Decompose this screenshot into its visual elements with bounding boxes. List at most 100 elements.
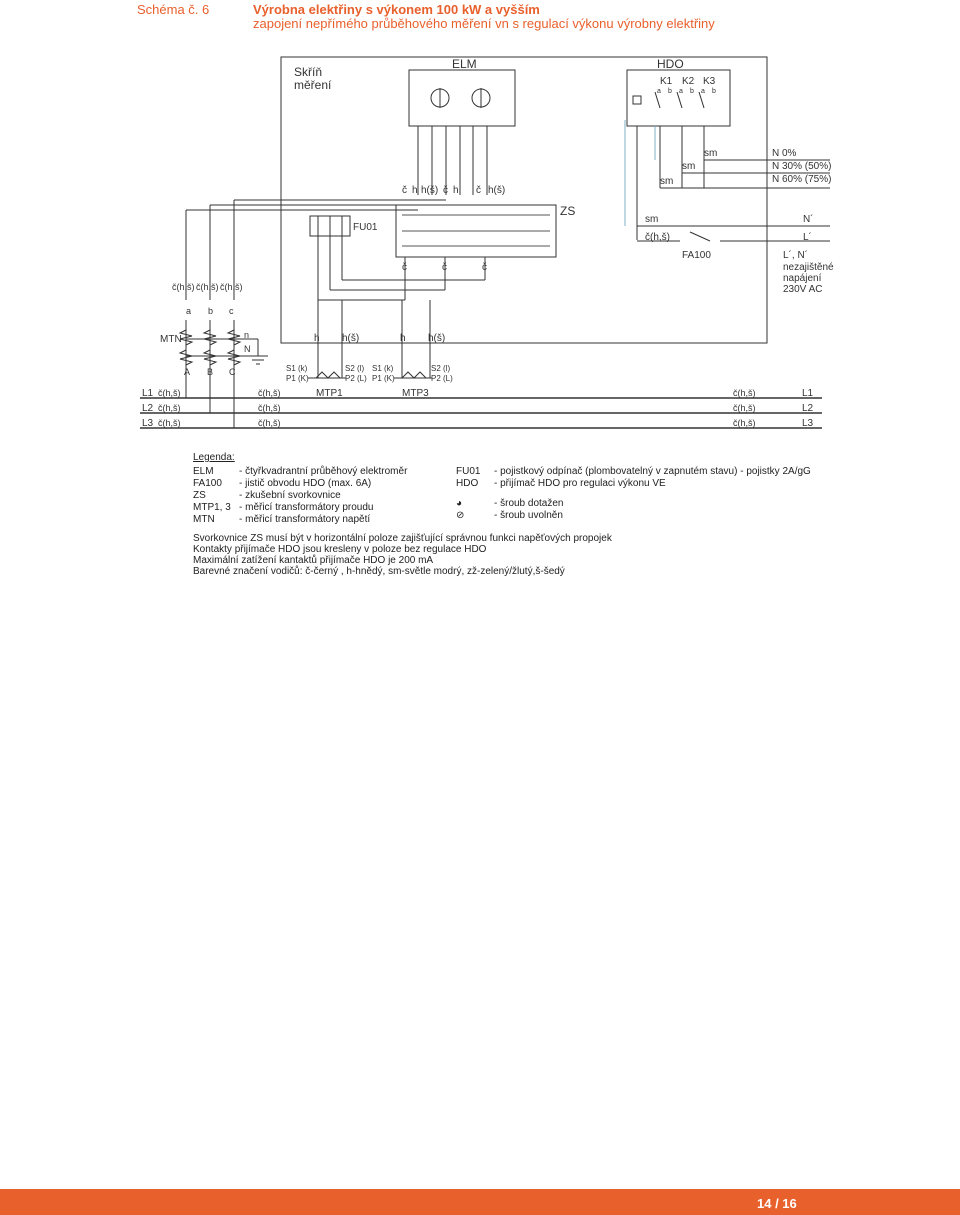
- mtn-c: c: [229, 306, 234, 316]
- legend-desc-fa100: - jistič obvodu HDO (max. 6A): [239, 478, 372, 489]
- hdo-ab-5: a: [701, 88, 705, 95]
- hdo-k3: K3: [703, 76, 716, 87]
- page-subtitle: zapojení nepřímého průběhového měření vn…: [253, 16, 715, 31]
- zs-c-1: č: [402, 262, 407, 273]
- supply-l1: L´, N´: [783, 249, 808, 261]
- mtp3-s1: S1 (k): [372, 364, 394, 373]
- legend-key-elm: ELM: [193, 466, 214, 477]
- note-3: Maximální zatížení kantaktů přijímače HD…: [193, 555, 434, 566]
- sm-label-3: sm: [660, 176, 673, 187]
- legend-key-mtp: MTP1, 3: [193, 502, 231, 513]
- supply-l4: 230V AC: [783, 284, 822, 295]
- legend-key-fu01: FU01: [456, 466, 481, 477]
- mtn-n-lower: n: [244, 330, 249, 340]
- phase-l1-left: L1: [142, 388, 154, 399]
- mtn-b: b: [208, 306, 213, 316]
- n-prime-label: N´: [803, 213, 814, 225]
- phase-l1-right: L1: [802, 388, 814, 399]
- phase-l2-left: L2: [142, 403, 154, 414]
- legend-title: Legenda:: [193, 452, 235, 463]
- note-1: Svorkovnice ZS musí být v horizontální p…: [193, 533, 612, 544]
- phase-l3-right: L3: [802, 418, 814, 429]
- mtp3-p1: P1 (K): [372, 374, 395, 383]
- zs-box: [395, 204, 557, 258]
- sm-wires: [624, 120, 656, 226]
- legend-desc-mtp: - měřicí transformátory proudu: [239, 502, 374, 513]
- l1-wire-right: č(h,š): [733, 388, 756, 398]
- zs-c-3: č: [482, 262, 487, 273]
- wire-top-7: h(š): [488, 185, 505, 196]
- page-title: Výrobna elektřiny s výkonem 100 kW a vyš…: [253, 2, 540, 17]
- sm-label-2: sm: [682, 161, 695, 172]
- mtn-C: C: [229, 367, 236, 377]
- footer-bar: [0, 1189, 960, 1215]
- hdo-k2: K2: [682, 76, 695, 87]
- l1-wire-mid: č(h,š): [258, 388, 281, 398]
- hdo-label: HDO: [657, 57, 684, 71]
- legend-key-fa100: FA100: [193, 478, 222, 489]
- wire-top-2: h: [412, 185, 418, 196]
- schema-label: Schéma č. 6: [137, 2, 210, 17]
- zs-c-2: č: [442, 262, 447, 273]
- hdo-ab-6: b: [712, 88, 716, 95]
- hdo-ab-2: b: [668, 88, 672, 95]
- hdo-wire-label: č(h,š): [645, 232, 670, 243]
- legend-desc-elm: - čtyřkvadrantní průběhový elektroměr: [239, 466, 408, 477]
- mtp3-s2: S2 (l): [431, 364, 450, 373]
- fa100-label: FA100: [682, 250, 711, 261]
- mtp1-s2: S2 (l): [345, 364, 364, 373]
- mtn-label: MTN: [160, 334, 182, 345]
- left-wire-2: č(h,š): [196, 282, 219, 292]
- sm-label-1: sm: [704, 148, 717, 159]
- supply-l3: napájení: [783, 273, 822, 284]
- legend-desc-mtn: - měřicí transformátory napětí: [239, 514, 371, 525]
- legend-desc-fu01: - pojistkový odpínač (plombovatelný v za…: [494, 466, 811, 477]
- elm-terminals: [417, 126, 488, 195]
- legend-screw-loose: - šroub uvolněn: [494, 510, 563, 521]
- note-2: Kontakty přijímače HDO jsou kresleny v p…: [193, 544, 487, 555]
- l2-wire-mid: č(h,š): [258, 403, 281, 413]
- n-level-30: N 30% (50%): [772, 161, 831, 172]
- left-wire-1: č(h,š): [172, 282, 195, 292]
- note-4: Barevné značení vodičů: č-černý , h-hněd…: [193, 566, 565, 577]
- legend-right: FU01 - pojistkový odpínač (plombovatelný …: [456, 466, 811, 522]
- mtp3-p2: P2 (L): [431, 374, 453, 383]
- fu01-label: FU01: [353, 222, 378, 233]
- wiring-diagram: Skříň měření ELM HDO K1 K2 K3 a b a b a …: [140, 56, 834, 429]
- l1-wire-left: č(h,š): [158, 388, 181, 398]
- elm-label: ELM: [452, 57, 477, 71]
- hdo-ab-1: a: [657, 88, 661, 95]
- mtp3-top-h: h: [400, 333, 406, 344]
- wire-top-3: h(š): [421, 185, 438, 196]
- wire-top-1: č: [402, 185, 407, 196]
- mtp1-top-h: h: [314, 333, 320, 344]
- l3-wire-left: č(h,š): [158, 418, 181, 428]
- notes-block: Svorkovnice ZS musí být v horizontální p…: [193, 533, 612, 577]
- hdo-box: [626, 69, 731, 127]
- hdo-ab-4: b: [690, 88, 694, 95]
- phase-l2-right: L2: [802, 403, 814, 414]
- mtp3-top-hs: h(š): [428, 333, 445, 344]
- mtn-transformers: [178, 320, 268, 428]
- wire-top-6: č: [476, 185, 481, 196]
- legend-key-mtn: MTN: [193, 514, 215, 525]
- legend-screw-tight: - šroub dotažen: [494, 498, 564, 509]
- elm-box: [408, 69, 516, 127]
- legend-desc-zs: - zkušební svorkovnice: [239, 490, 341, 501]
- mtp1-transformer: [308, 360, 346, 379]
- l2-wire-left: č(h,š): [158, 403, 181, 413]
- hdo-ab-3: a: [679, 88, 683, 95]
- l-prime-label: L´: [803, 231, 812, 243]
- supply-l2: nezajištěné: [783, 262, 834, 273]
- mtn-n-upper: N: [244, 344, 251, 354]
- n-level-0: N 0%: [772, 148, 797, 159]
- wire-top-5: h: [453, 185, 459, 196]
- legend-key-zs: ZS: [193, 490, 206, 501]
- mtn-B: B: [207, 367, 213, 377]
- cabinet-label-1: Skříň: [294, 65, 322, 79]
- mtp1-top-hs: h(š): [342, 333, 359, 344]
- l3-wire-right: č(h,š): [733, 418, 756, 428]
- wire-top-4: č: [443, 185, 448, 196]
- legend-desc-hdo: - přijímač HDO pro regulaci výkonu VE: [494, 478, 666, 489]
- mtp3-label: MTP3: [402, 388, 429, 399]
